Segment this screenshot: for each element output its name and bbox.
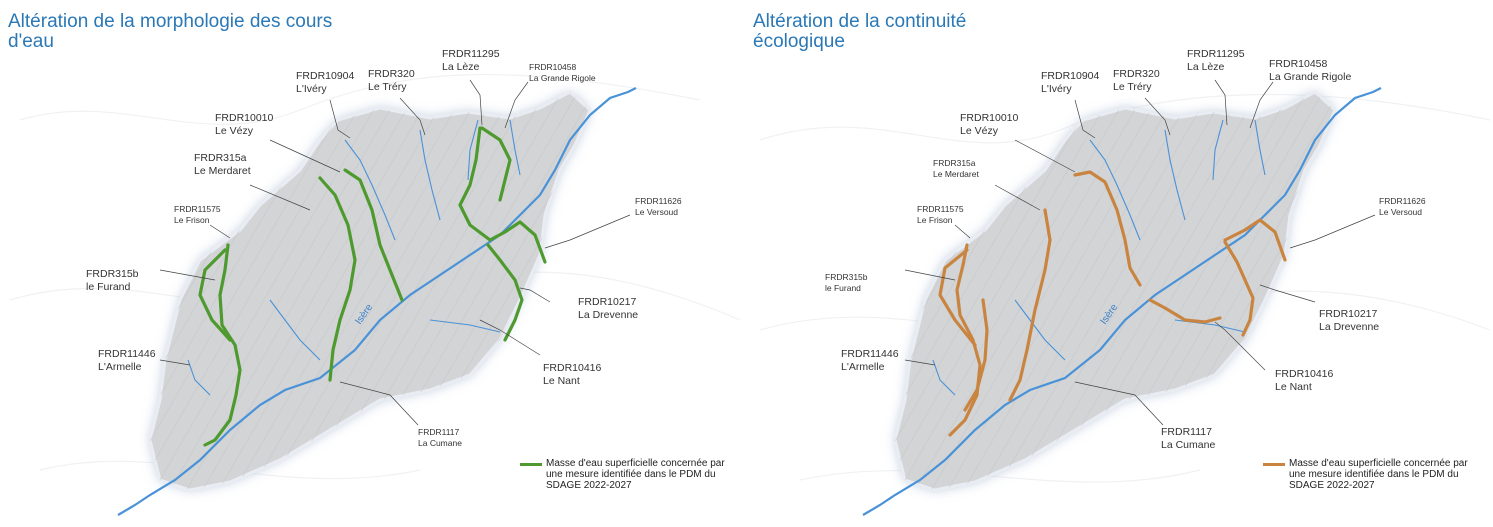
highlighted-water-bodies <box>198 126 547 447</box>
legend-text: Masse d'eau superficielle concernée par … <box>546 458 725 491</box>
highlighted-water-bodies <box>938 170 1287 437</box>
highlight-furand <box>203 243 242 447</box>
highlight-frison <box>938 248 977 347</box>
basin-relief <box>895 92 1335 490</box>
highlight-merdaret <box>1008 208 1052 402</box>
highlight-frison <box>198 248 232 342</box>
map-continuity: Isère <box>862 79 1382 516</box>
highlight-versoud <box>1223 218 1287 262</box>
panel-morphology: Altération de la morphologie des cours d… <box>0 0 745 527</box>
panel-title: Altération de la morphologie des cours d… <box>8 11 333 52</box>
legend-swatch <box>520 463 542 466</box>
tributaries <box>187 119 521 396</box>
highlight-grande-rigole <box>480 126 512 202</box>
highlight-drevenne <box>1223 240 1255 337</box>
legend-swatch <box>1263 463 1285 466</box>
highlight-vezy <box>1073 170 1142 287</box>
panel-continuity: Altération de la continuité écologique I… <box>745 0 1490 527</box>
leader-lines <box>159 79 631 426</box>
panel-title: Altération de la continuité écologique <box>753 11 967 52</box>
highlight-armelle <box>963 298 989 412</box>
highlight-drevenne <box>486 243 524 342</box>
legend-text: Masse d'eau superficielle concernée par … <box>1289 458 1468 491</box>
isere-river <box>117 87 637 516</box>
highlight-merdaret <box>318 176 357 382</box>
map-morphology: Isère <box>117 79 637 516</box>
highlight-leze <box>458 126 492 242</box>
isere-river <box>862 87 1382 516</box>
highlight-vezy <box>343 168 404 302</box>
leader-lines <box>904 79 1376 426</box>
highlight-versoud <box>488 220 547 264</box>
highlight-nant <box>1148 298 1222 324</box>
tributaries <box>932 119 1266 396</box>
basin-relief <box>150 92 590 490</box>
